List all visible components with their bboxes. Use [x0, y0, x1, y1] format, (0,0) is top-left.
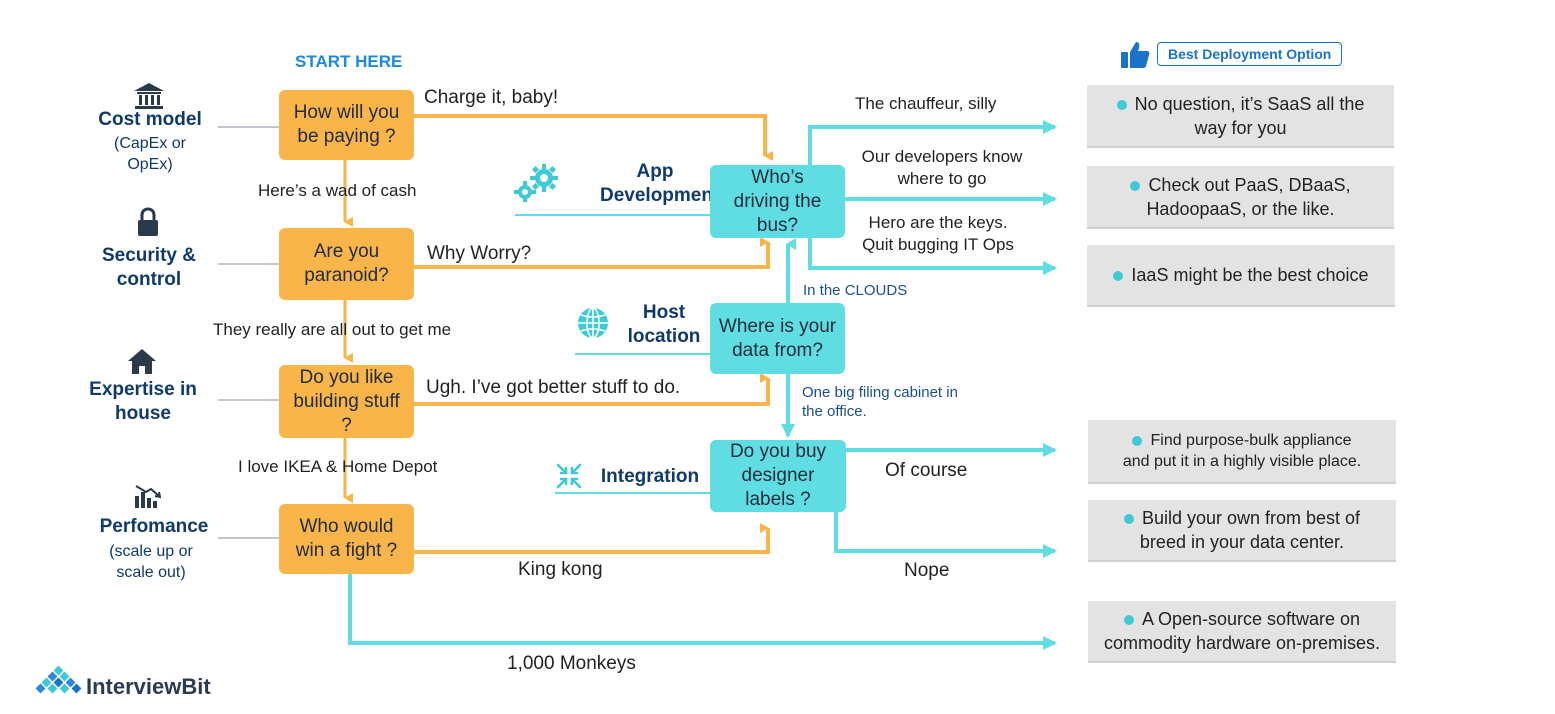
house-icon — [127, 347, 157, 380]
start-here-label: START HERE — [295, 52, 403, 71]
result-paas-text: Check out PaaS, DBaaS, HadoopaaS, or the… — [1146, 174, 1351, 219]
answer-1000-monkeys: 1,000 Monkeys — [507, 653, 636, 674]
result-open-source-text: A Open-source software on commodity hard… — [1103, 609, 1381, 653]
interviewbit-logo-icon — [34, 665, 84, 701]
question-fight: Who would win a fight ? — [279, 504, 414, 574]
category-security: Security & control — [102, 245, 196, 290]
category-app-development-label: App Development — [600, 161, 720, 206]
bank-icon — [133, 82, 165, 115]
result-bullet — [1130, 180, 1141, 191]
result-iaas-text: IaaS might be the best choice — [1131, 265, 1369, 285]
question-driving-bus: Who’s driving the bus? — [710, 165, 845, 238]
category-expertise: Expertise in house — [89, 379, 197, 424]
integration-icon — [556, 463, 582, 494]
answer-developers-know: Our developers know where to go — [861, 147, 1023, 188]
question-designer-labels: Do you buy designer labels ? — [710, 440, 846, 512]
brand-name: InterviewBit — [86, 674, 211, 699]
answer-king-kong: King kong — [518, 559, 603, 580]
category-host-location: Host location — [627, 302, 701, 347]
gears-icon — [514, 162, 560, 207]
answer-chauffeur: The chauffeur, silly — [855, 94, 997, 113]
category-cost-model-sub: (CapEx or OpEx) — [113, 135, 187, 173]
result-iaas: IaaS might be the best choice — [1087, 245, 1395, 307]
question-building: Do you like building stuff ? — [279, 365, 414, 438]
result-bullet — [1123, 514, 1134, 525]
answer-of-course: Of course — [885, 460, 968, 481]
result-bullet — [1113, 271, 1124, 282]
answer-in-clouds: In the CLOUDS — [803, 282, 908, 299]
thumbs-up-icon — [1120, 40, 1150, 75]
answer-why-worry: Why Worry? — [427, 243, 532, 264]
category-performance-sub: (scale up or scale out) — [109, 543, 193, 581]
category-performance: Perfomance — [99, 516, 209, 537]
result-saas: No question, it’s SaaS all the way for y… — [1087, 85, 1394, 148]
result-bullet — [1123, 615, 1134, 626]
answer-better-stuff: Ugh. I’ve got better stuff to do. — [426, 377, 681, 398]
result-open-source: A Open-source software on commodity hard… — [1088, 601, 1396, 663]
answer-keys: Hero are the keys. Quit bugging IT Ops — [862, 213, 1014, 254]
category-integration: Integration — [600, 466, 700, 487]
result-paas: Check out PaaS, DBaaS, HadoopaaS, or the… — [1087, 166, 1394, 229]
answer-charge-it: Charge it, baby! — [424, 87, 559, 108]
category-app-development: App Development — [562, 160, 720, 208]
result-appliance: Find purpose-bulk appliance and put it i… — [1088, 420, 1396, 484]
answer-out-to-get-me: They really are all out to get me — [213, 320, 452, 339]
chart-icon — [133, 482, 163, 515]
question-paranoid: Are you paranoid? — [279, 228, 414, 300]
question-paying: How will you be paying ? — [279, 90, 414, 160]
category-cost-model: Cost model — [98, 109, 202, 130]
question-data-from: Where is your data from? — [710, 303, 845, 374]
globe-icon — [576, 306, 610, 345]
result-saas-text: No question, it’s SaaS all the way for y… — [1134, 93, 1365, 138]
answer-wad-of-cash: Here’s a wad of cash — [258, 181, 417, 200]
result-appliance-text: Find purpose-bulk appliance and put it i… — [1122, 432, 1362, 470]
result-bullet — [1132, 435, 1143, 446]
answer-filing-cabinet: One big filing cabinet in the office. — [802, 384, 958, 420]
best-deployment-badge: Best Deployment Option — [1157, 42, 1343, 66]
answer-nope: Nope — [904, 560, 950, 581]
result-build-own-text: Build your own from best of breed in you… — [1139, 508, 1361, 552]
lock-icon — [136, 207, 160, 242]
result-build-own: Build your own from best of breed in you… — [1088, 500, 1396, 562]
answer-ikea: I love IKEA & Home Depot — [238, 457, 438, 476]
result-bullet — [1116, 99, 1127, 110]
